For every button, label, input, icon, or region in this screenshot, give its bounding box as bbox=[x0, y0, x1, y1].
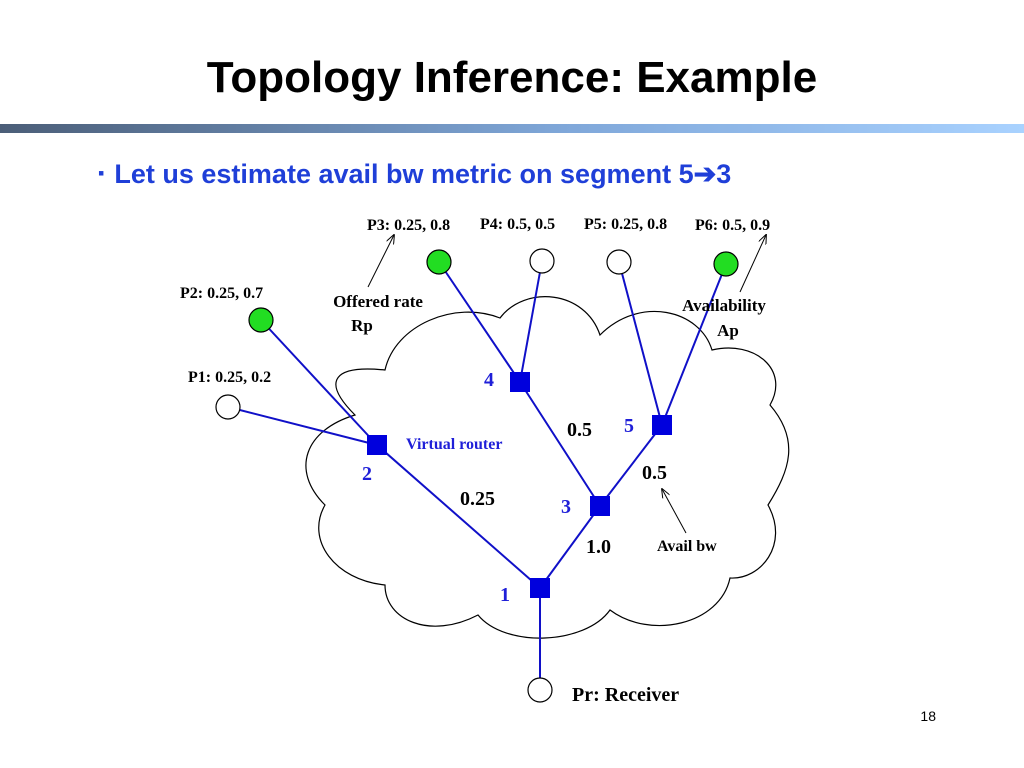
label-p3: P3: 0.25, 0.8 bbox=[367, 217, 450, 234]
leaf-nodes bbox=[215, 248, 739, 703]
router-node-3 bbox=[590, 496, 610, 516]
router-label-1: 1 bbox=[500, 584, 510, 606]
link-p3-r4 bbox=[438, 261, 521, 383]
leaf-node-p2 bbox=[248, 307, 274, 333]
availability-pointer bbox=[739, 235, 766, 293]
link-r4-r3 bbox=[519, 381, 601, 507]
title-divider bbox=[0, 124, 1024, 133]
link-r3-r1 bbox=[539, 505, 601, 589]
link-p5-r5 bbox=[618, 261, 663, 426]
label-p6: P6: 0.5, 0.9 bbox=[695, 217, 770, 234]
link-label-4-3: 0.5 bbox=[567, 419, 592, 441]
label-p5: P5: 0.25, 0.8 bbox=[584, 216, 667, 233]
leaf-node-p1 bbox=[215, 394, 241, 420]
router-nodes bbox=[367, 372, 672, 598]
annotation-availability: Availability bbox=[682, 296, 766, 315]
leaf-node-p3 bbox=[426, 249, 452, 275]
link-label-2-1: 0.25 bbox=[460, 488, 495, 510]
annotation-offered-rate: Offered rate bbox=[333, 292, 423, 311]
router-label-5: 5 bbox=[624, 415, 634, 437]
label-p4: P4: 0.5, 0.5 bbox=[480, 216, 555, 233]
annotation-avail-bw: Avail bw bbox=[657, 538, 717, 555]
label-p2: P2: 0.25, 0.7 bbox=[180, 285, 263, 302]
annotation-availability-symbol: Ap bbox=[717, 321, 739, 340]
link-r5-r3 bbox=[599, 424, 663, 507]
bullet-text: Let us estimate avail bw metric on segme… bbox=[114, 159, 694, 189]
router-node-1 bbox=[530, 578, 550, 598]
annotation-offered-rate-symbol: Rp bbox=[351, 316, 373, 335]
router-node-2 bbox=[367, 435, 387, 455]
link-p1-r2 bbox=[227, 406, 378, 446]
router-node-5 bbox=[652, 415, 672, 435]
router-label-3: 3 bbox=[561, 496, 571, 518]
bullet-point: ▪ Let us estimate avail bw metric on segm… bbox=[98, 156, 731, 191]
link-r2-r1 bbox=[376, 444, 541, 589]
link-p6-r5 bbox=[661, 263, 727, 426]
annotation-arrows bbox=[367, 235, 766, 534]
network-links bbox=[227, 260, 727, 690]
avail-bw-pointer bbox=[662, 489, 687, 534]
bullet-target: 3 bbox=[716, 159, 732, 189]
annotation-virtual-router: Virtual router bbox=[406, 436, 502, 453]
receiver-node bbox=[527, 677, 553, 703]
router-label-2: 2 bbox=[362, 463, 372, 485]
leaf-node-p4 bbox=[529, 248, 555, 274]
router-node-4 bbox=[510, 372, 530, 392]
leaf-node-p6 bbox=[713, 251, 739, 277]
offered-rate-pointer bbox=[367, 235, 394, 288]
page-number: 18 bbox=[920, 708, 936, 724]
link-label-3-1: 1.0 bbox=[586, 536, 611, 558]
right-arrow-icon: ➔ bbox=[693, 159, 717, 189]
link-p4-r4 bbox=[519, 260, 543, 383]
slide-title: Topology Inference: Example bbox=[206, 53, 818, 102]
network-cloud bbox=[305, 296, 790, 639]
link-p2-r2 bbox=[260, 319, 378, 446]
router-label-4: 4 bbox=[484, 369, 494, 391]
label-receiver: Pr: Receiver bbox=[572, 684, 679, 706]
leaf-node-p5 bbox=[606, 249, 632, 275]
label-p1: P1: 0.25, 0.2 bbox=[188, 369, 271, 386]
bullet-square-icon: ▪ bbox=[98, 163, 105, 183]
link-label-5-3: 0.5 bbox=[642, 462, 667, 484]
